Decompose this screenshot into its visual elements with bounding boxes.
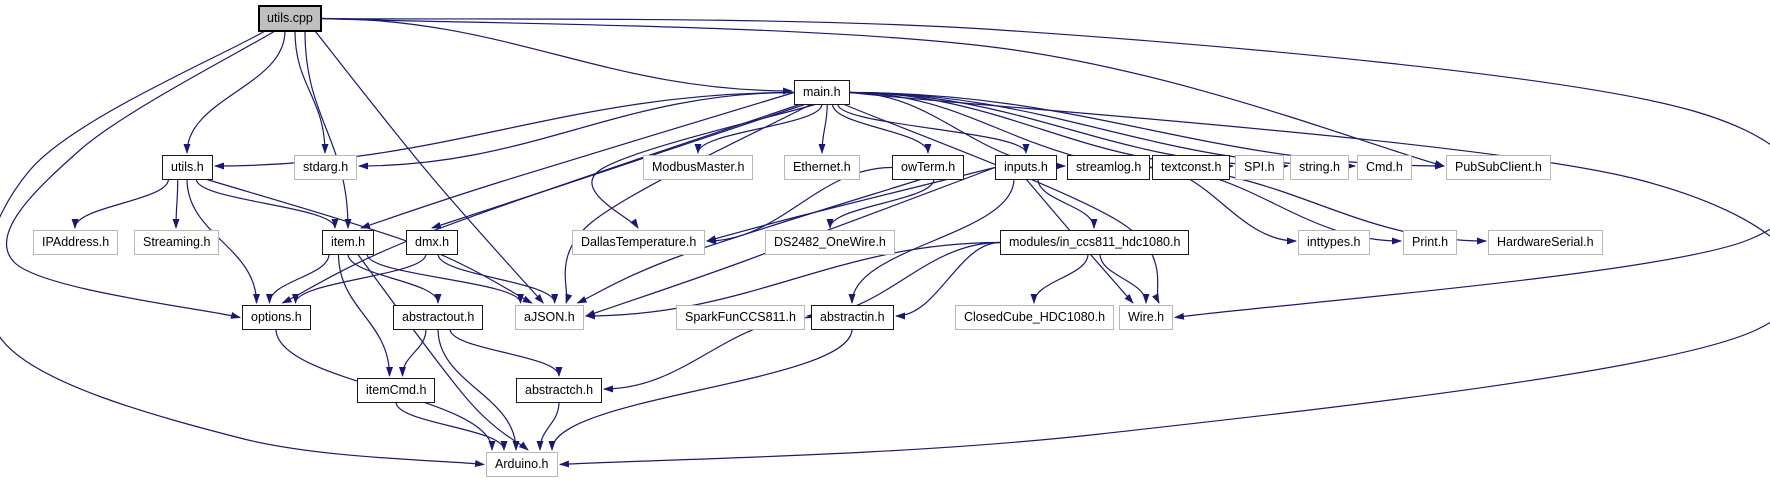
node-hardwareserial-h[interactable]: HardwareSerial.h [1488,230,1603,255]
edge-dmx-h-to-ajson-h [437,253,559,304]
edge-item-h-to-options-h [266,253,330,304]
edge-utils-h-to-streaming-h [172,178,180,229]
node-inputs-h[interactable]: inputs.h [995,155,1057,180]
edge-utils-cpp-to-ajson-h [314,30,544,304]
edge-main-h-to-ajson-h [564,103,812,304]
edge-modules-h-to-abstractin-h [895,241,1001,320]
node-main-h[interactable]: main.h [794,80,850,105]
edge-modules-h-to-wire-h [1099,253,1150,304]
edge-main-h-to-inputs-h [837,103,1030,154]
edge-abstractin-h-to-arduino-h [548,328,853,451]
node-inttypes-h[interactable]: inttypes.h [1298,230,1370,255]
edge-main-h-to-arduino-h [559,91,1770,468]
edge-itemcmd-h-to-arduino-h [395,401,508,451]
node-abstractch-h[interactable]: abstractch.h [516,378,603,403]
edge-utils-cpp-to-arduino-h [0,30,485,468]
edge-abstractout-h-to-itemcmd-h [399,328,427,377]
edge-utils-h-to-options-h [186,178,260,304]
edge-utils-cpp-to-item-h [304,30,352,229]
edge-utils-cpp-to-pubsubclient-h [321,17,1445,168]
node-string-h[interactable]: string.h [1290,155,1349,180]
edge-main-h-to-owterm-h [831,103,932,154]
node-dallastemperature-h[interactable]: DallasTemperature.h [572,230,706,255]
node-closedcube-h[interactable]: ClosedCube_HDC1080.h [955,305,1115,330]
node-itemcmd-h[interactable]: itemCmd.h [357,378,436,403]
edge-inputs-h-to-ajson-h [585,166,996,317]
edge-main-h-to-item-h [360,91,795,229]
node-streaming-h[interactable]: Streaming.h [134,230,220,255]
edge-abstractch-h-to-arduino-h [536,401,560,451]
edge-utils-cpp-to-stdarg-h [294,30,329,154]
edge-item-h-to-ajson-h [366,253,524,304]
edge-utils-h-to-ipaddress-h [71,178,170,229]
node-ajson-h[interactable]: aJSON.h [515,305,584,330]
node-pubsubclient-h[interactable]: PubSubClient.h [1446,155,1551,180]
node-wire-h[interactable]: Wire.h [1119,305,1174,330]
edge-utils-cpp-to-wire-h [321,17,1770,320]
node-print-h[interactable]: Print.h [1403,230,1458,255]
edge-main-h-to-wire-h [842,103,1160,304]
node-modules-h[interactable]: modules/in_ccs811_hdc1080.h [1000,230,1190,255]
node-utils-h[interactable]: utils.h [162,155,213,180]
edge-main-h-to-options-h [281,103,802,304]
node-utils-cpp[interactable]: utils.cpp [258,5,322,32]
edge-main-h-to-pubsubclient-h [849,91,1445,170]
edge-inputs-h-to-abstractin-h [848,178,1015,304]
node-owterm-h[interactable]: owTerm.h [892,155,965,180]
edge-main-h-to-stdarg-h [358,91,795,170]
node-sparkfun-h[interactable]: SparkFunCCS811.h [676,305,805,330]
node-modbusmaster-h[interactable]: ModbusMaster.h [643,155,754,180]
node-abstractin-h[interactable]: abstractin.h [811,305,894,330]
edge-abstractout-h-to-arduino-h [437,328,520,451]
edge-utils-cpp-to-main-h [321,17,793,95]
node-abstractout-h[interactable]: abstractout.h [393,305,484,330]
edge-main-h-to-modbusmaster-h [694,103,823,154]
edge-item-h-to-abstractout-h [347,253,442,304]
edge-modules-h-to-closedcube-h [1030,253,1089,304]
edge-utils-cpp-to-utils-h [183,30,286,154]
node-item-h[interactable]: item.h [322,230,375,255]
edge-item-h-to-arduino-h [357,253,529,451]
node-arduino-h[interactable]: Arduino.h [486,452,558,477]
node-ds2482-onewire-h[interactable]: DS2482_OneWire.h [765,230,895,255]
edge-item-h-to-itemcmd-h [337,253,393,377]
edge-abstractout-h-to-abstractch-h [449,328,563,377]
node-ipaddress-h[interactable]: IPAddress.h [33,230,119,255]
node-dmx-h[interactable]: dmx.h [406,230,459,255]
node-spi-h[interactable]: SPI.h [1235,155,1284,180]
node-options-h[interactable]: options.h [242,305,311,330]
node-cmd-h[interactable]: Cmd.h [1357,155,1412,180]
node-streamlog-h[interactable]: streamlog.h [1067,155,1151,180]
edge-owterm-h-to-ds2482-onewire-h [826,178,935,229]
node-stdarg-h[interactable]: stdarg.h [294,155,358,180]
edge-main-h-to-ethernet-h [818,103,828,154]
edge-inputs-h-to-modules-h [1037,178,1098,229]
node-ethernet-h[interactable]: Ethernet.h [784,155,860,180]
edge-modules-h-to-ajson-h [585,241,1001,320]
edge-utils-h-to-item-h [195,178,339,229]
node-textconst-h[interactable]: textconst.h [1152,155,1231,180]
edge-dmx-h-to-options-h [292,253,427,304]
edge-utils-cpp-to-options-h [6,30,276,319]
